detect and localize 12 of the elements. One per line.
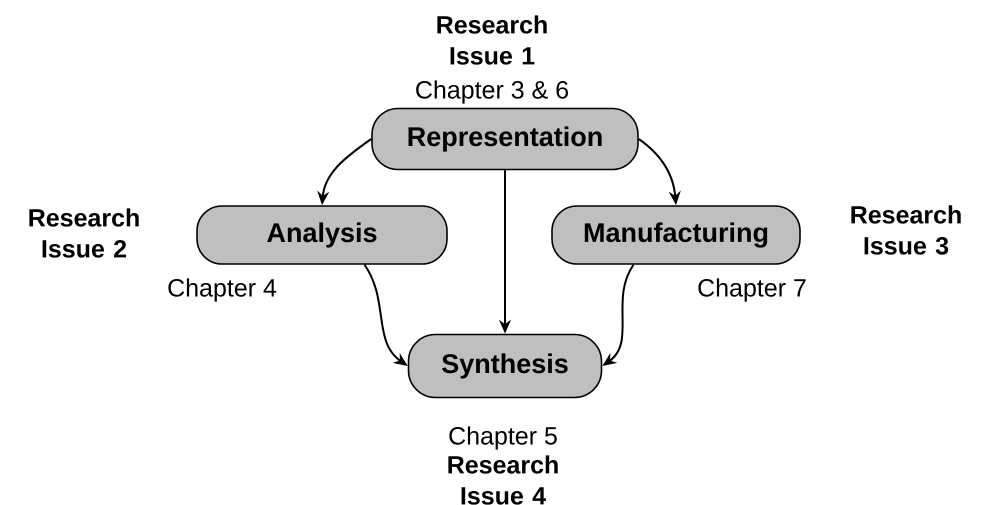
issue-label: Research Issue 3 [851, 205, 961, 255]
issue-label: Research Issue 2 [29, 208, 139, 258]
issue-label: Research Issue 4 [448, 455, 558, 505]
chapter-label: Chapter 5 [449, 426, 557, 450]
process-box: Manufacturing [551, 205, 801, 265]
process-box: Representation [371, 108, 639, 170]
chapter-label: Chapter 7 [698, 278, 806, 302]
process-box: Synthesis [408, 334, 602, 398]
chapter-label: Chapter 4 [168, 278, 276, 302]
process-box: Analysis [196, 205, 448, 265]
issue-label: Research Issue 1 [437, 15, 547, 65]
chapter-label: Chapter 3 & 6 [416, 80, 568, 104]
